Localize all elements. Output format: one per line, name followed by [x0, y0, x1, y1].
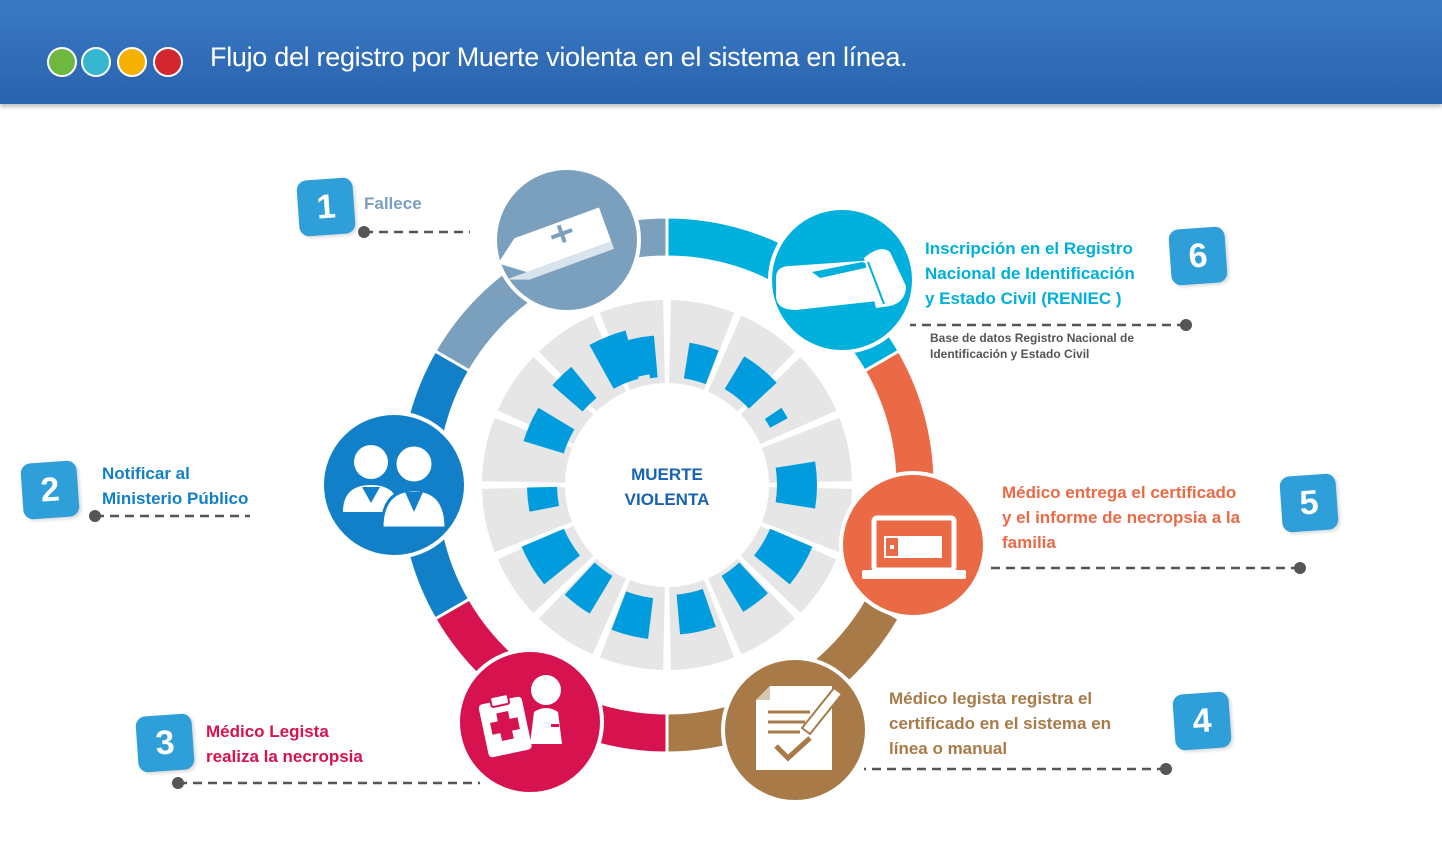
- step-2-label: Notificar al Ministerio Público: [102, 461, 248, 511]
- inner-block-bg: [669, 300, 735, 390]
- connector-dot: [172, 777, 184, 789]
- officials-icon: [343, 443, 448, 530]
- inner-block-highlight: [721, 562, 768, 612]
- inner-block-bg: [497, 356, 594, 445]
- inner-block-highlight: [764, 407, 788, 428]
- connector-dot: [1180, 319, 1192, 331]
- step-4-label-line: línea o manual: [889, 739, 1008, 758]
- step-6-badge: 6: [1168, 226, 1228, 286]
- medical-examiner-icon: [478, 675, 562, 758]
- step-3-label-line: Médico Legista: [206, 722, 329, 741]
- inner-block-highlight: [521, 528, 580, 585]
- step-6-label: Inscripción en el Registro Nacional de I…: [925, 236, 1135, 311]
- connector-dot: [1160, 763, 1172, 775]
- step-1-label: Fallece: [364, 191, 422, 216]
- inner-block-highlight: [589, 330, 639, 389]
- inner-block-highlight: [564, 562, 613, 614]
- step-6-label-line: y Estado Civil (RENIEC ): [925, 289, 1122, 308]
- basket-icon: [47, 47, 77, 77]
- step-4-badge: 4: [1172, 691, 1232, 751]
- step-1-badge: 1: [296, 177, 356, 237]
- step-6-icon-circle: [768, 206, 916, 354]
- coffin-icon: [498, 207, 615, 280]
- step-6-note-line: Base de datos Registro Nacional de: [930, 331, 1135, 345]
- step-1-icon-circle: [493, 166, 641, 314]
- inner-block-highlight: [611, 591, 654, 639]
- step-3-badge: 3: [135, 713, 195, 773]
- step-4-label-line: Médico legista registra el: [889, 689, 1093, 708]
- center-label-line-1: MUERTE: [631, 465, 703, 484]
- connector-dot: [1294, 562, 1306, 574]
- connector-dot: [358, 226, 370, 238]
- page-title: Flujo del registro por Muerte violenta e…: [210, 42, 908, 72]
- step-6-note: Base de datos Registro Nacional de Ident…: [930, 330, 1134, 362]
- step-5-label-line: familia: [1002, 533, 1056, 552]
- inner-block-highlight: [676, 589, 716, 635]
- step-6-note-line: Identificación y Estado Civil: [930, 347, 1090, 361]
- document-icon: [81, 47, 111, 77]
- inner-block-highlight: [646, 355, 658, 379]
- inner-block-ring: [482, 300, 852, 670]
- step-6-label-line: Nacional de Identificación: [925, 264, 1135, 283]
- inner-block-bg: [538, 315, 627, 412]
- laptop-icon: [862, 515, 966, 579]
- inner-block-highlight: [523, 407, 575, 454]
- step-6-label-line: Inscripción en el Registro: [925, 239, 1133, 258]
- step-2-label-line: Notificar al: [102, 464, 190, 483]
- inner-block-highlight: [754, 528, 813, 585]
- connector-lines: [89, 226, 1306, 789]
- center-label-line-2: VIOLENTA: [625, 490, 710, 509]
- step-5-label: Médico entrega el certificado y el infor…: [1002, 480, 1240, 555]
- step-4-label-line: certificado en el sistema en: [889, 714, 1112, 733]
- id-card-hand-icon: [776, 249, 906, 310]
- step-5-label-line: Médico entrega el certificado: [1002, 483, 1237, 502]
- bandage-icon: [117, 47, 147, 77]
- step-3-icon-circle: [456, 648, 604, 796]
- step-5-label-line: y el informe de necropsia a la: [1002, 508, 1241, 527]
- inner-block-bg: [482, 417, 572, 483]
- step-2-icon-circle: [320, 411, 468, 559]
- header-bar: Flujo del registro por Muerte violenta e…: [0, 0, 1442, 104]
- footprints-icon: [153, 47, 183, 77]
- inner-block-highlight: [527, 486, 560, 512]
- step-2-badge: 2: [20, 460, 80, 520]
- connector-dot: [89, 510, 101, 522]
- step-4-label: Médico legista registra el certificado e…: [889, 686, 1111, 761]
- inner-block-highlight: [724, 356, 777, 409]
- inner-block-highlight: [775, 461, 818, 509]
- checklist-icon: [756, 686, 844, 770]
- inner-block-highlight: [683, 342, 719, 385]
- inner-block-highlight: [552, 366, 597, 412]
- step-1-label-line: Fallece: [364, 194, 422, 213]
- step-4-icon-circle: [721, 656, 869, 804]
- step-3-label: Médico Legista realiza la necropsia: [206, 719, 363, 769]
- inner-block-bg: [740, 356, 837, 445]
- step-3-label-line: realiza la necropsia: [206, 747, 363, 766]
- step-2-label-line: Ministerio Público: [102, 489, 249, 508]
- step-5-icon-circle: [839, 471, 987, 619]
- step-5-badge: 5: [1279, 473, 1339, 533]
- center-circle: [567, 385, 767, 585]
